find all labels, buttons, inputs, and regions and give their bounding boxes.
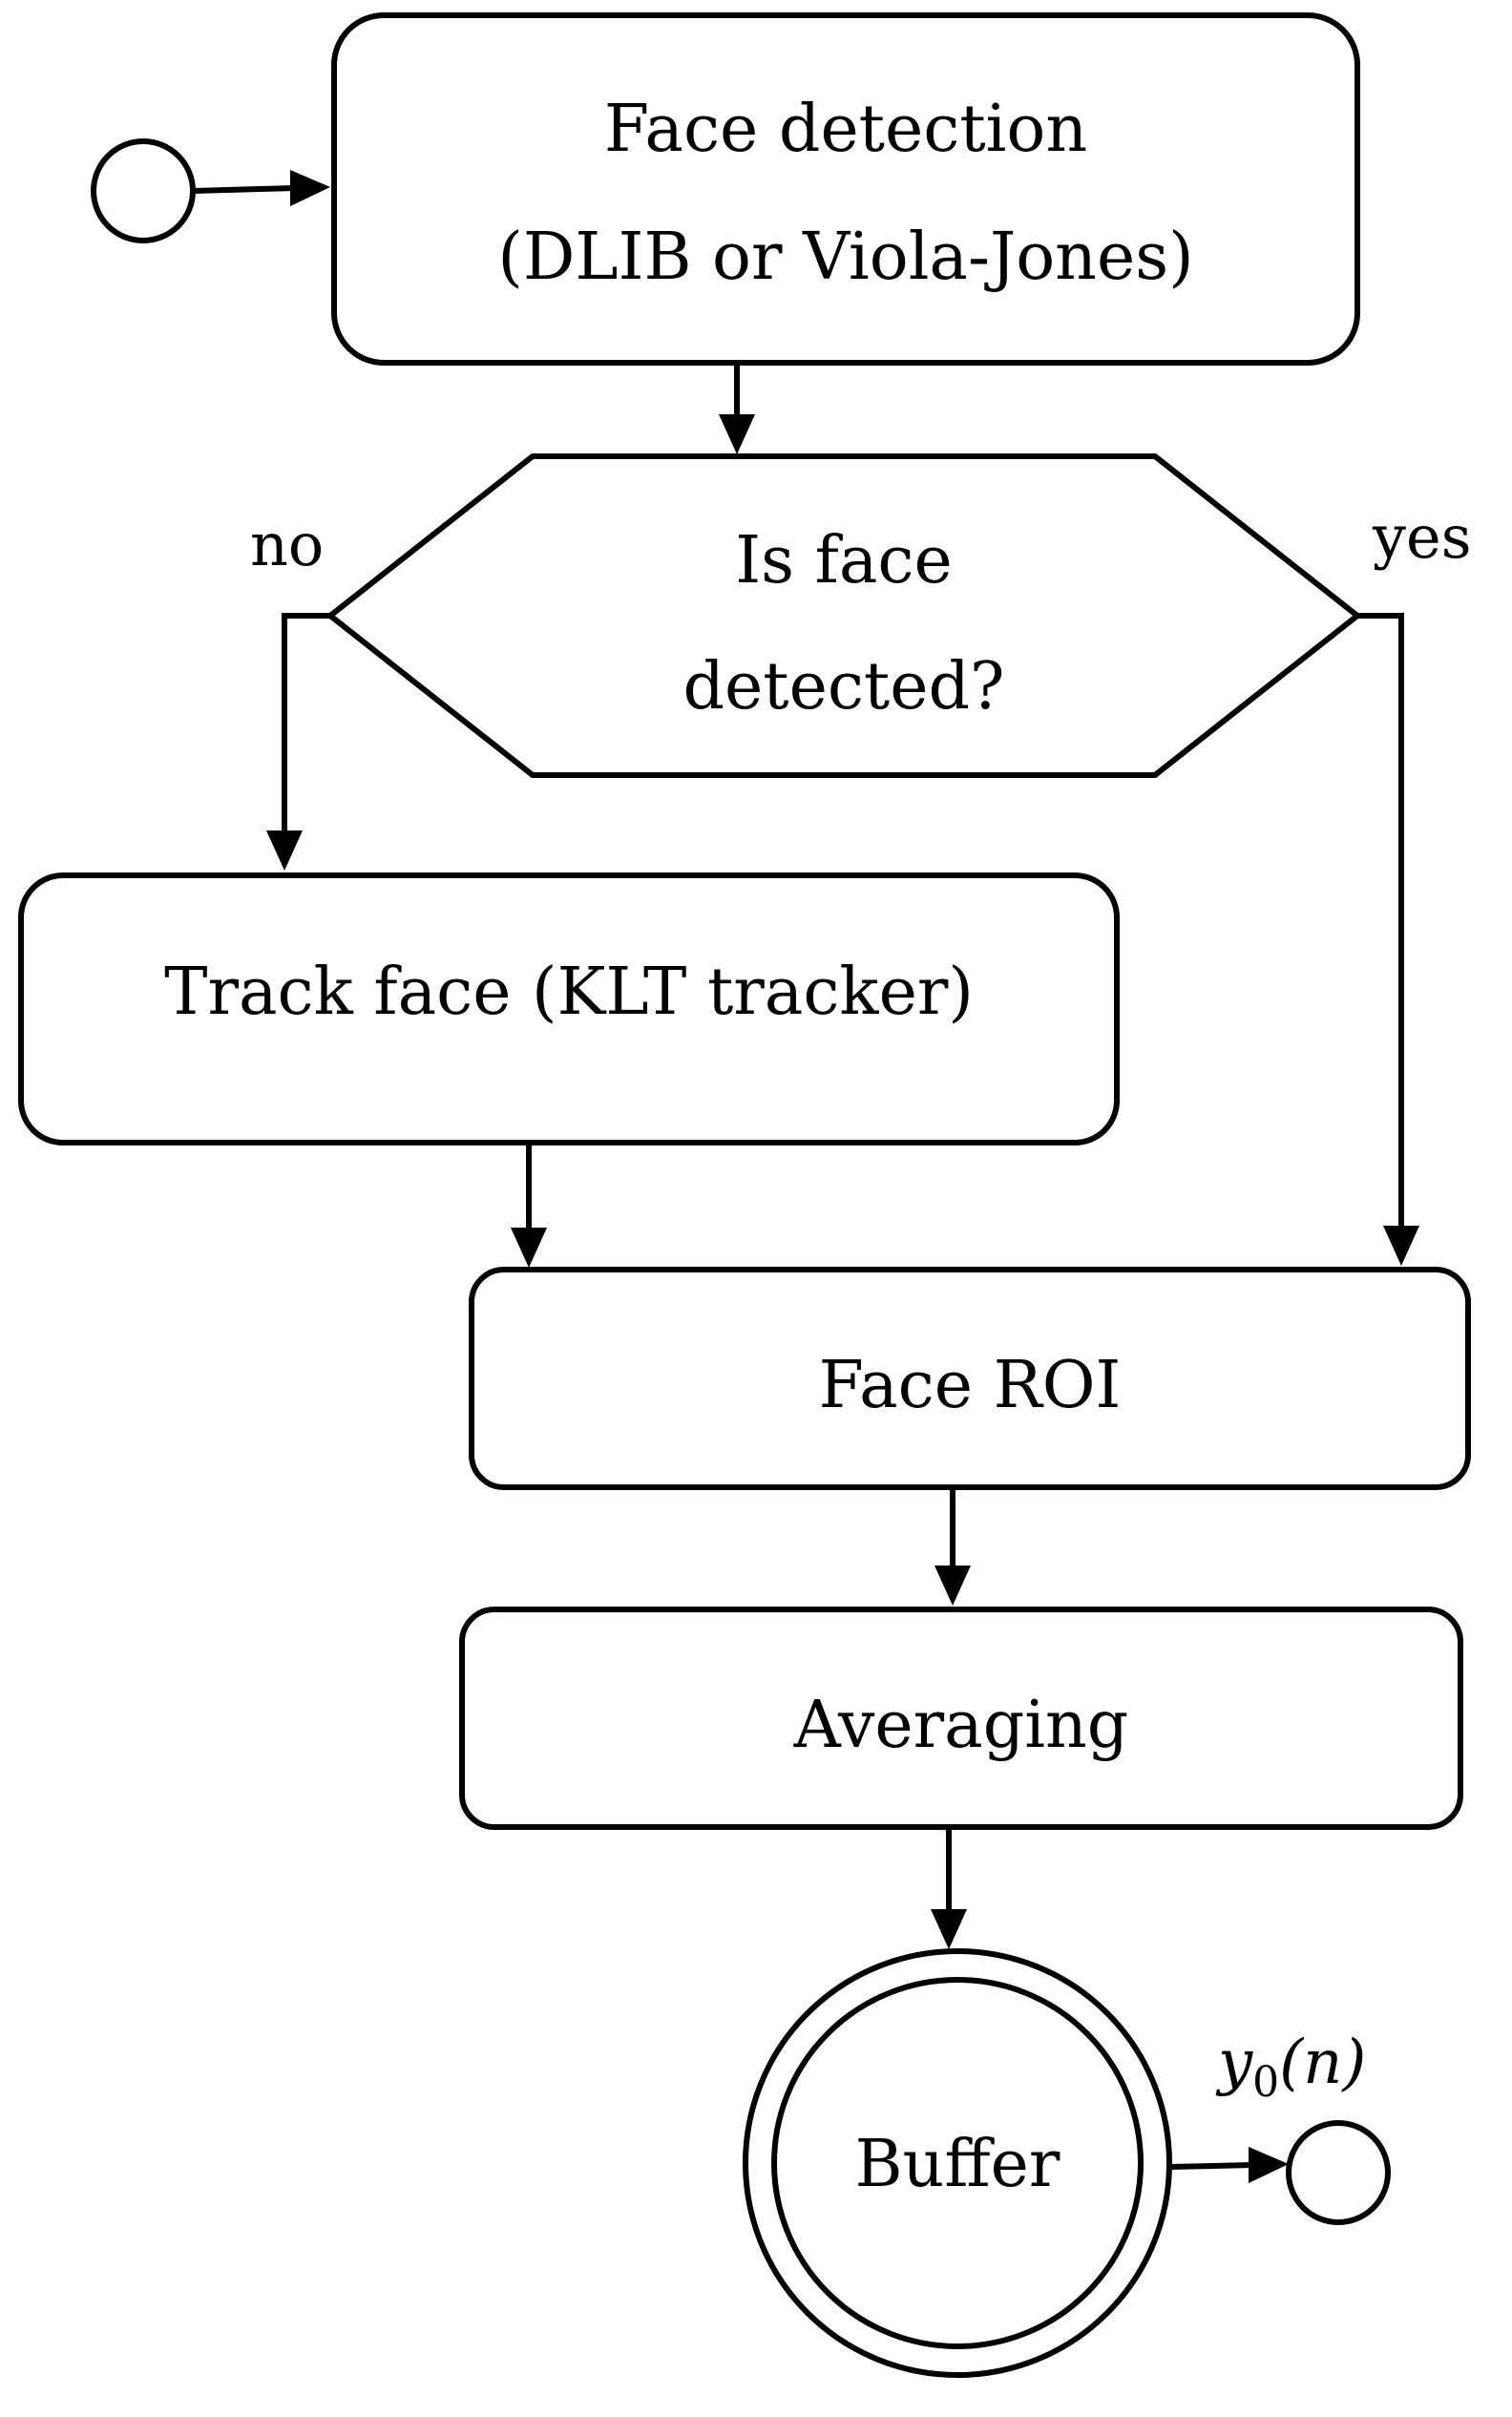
decision-line-2: detected? <box>683 649 1005 725</box>
output-subscript: 0 <box>1252 2058 1279 2107</box>
branch-label-no: no <box>250 510 324 579</box>
arrowhead-buffer-to-end <box>1249 2147 1289 2183</box>
arrowhead-start-to-detection <box>290 170 330 206</box>
face-detected-decision: Is face detected? <box>326 453 1362 778</box>
edge-start-to-detection <box>192 185 297 194</box>
face-detection-method: (DLIB or Viola-Jones) <box>497 220 1193 295</box>
edge-decision-no-to-track <box>282 613 330 834</box>
output-argument: (n) <box>1279 2028 1366 2098</box>
face-detection-node: Face detection (DLIB or Viola-Jones) <box>331 12 1360 366</box>
face-roi-label: Face ROI <box>819 1348 1122 1423</box>
edge-decision-yes-to-roi <box>1357 613 1404 1230</box>
face-detection-title: Face detection <box>604 92 1087 167</box>
output-signal-label: y0(n) <box>1215 2028 1366 2107</box>
buffer-label: Buffer <box>855 2127 1060 2202</box>
arrowhead-detection-to-decision <box>719 414 755 454</box>
averaging-label: Averaging <box>793 1688 1129 1763</box>
branch-label-yes: yes <box>1372 502 1472 572</box>
arrowhead-averaging-to-buffer <box>931 1909 967 1949</box>
arrowhead-roi-to-averaging <box>934 1566 971 1606</box>
end-node <box>1286 2120 1391 2225</box>
track-face-label: Track face (KLT tracker) <box>164 955 974 1030</box>
face-roi-node: Face ROI <box>469 1267 1471 1490</box>
edge-buffer-to-end <box>1168 2162 1253 2170</box>
arrowhead-decision-yes-to-roi <box>1383 1226 1419 1266</box>
decision-line-1: Is face <box>735 523 952 599</box>
edges <box>192 170 1419 2183</box>
buffer-node: Buffer <box>743 1948 1172 2378</box>
arrowhead-track-to-roi <box>511 1228 547 1268</box>
arrowhead-decision-no-to-track <box>266 830 303 871</box>
output-symbol: y <box>1215 2028 1253 2098</box>
track-face-node: Track face (KLT tracker) <box>18 872 1120 1145</box>
start-node <box>91 138 196 243</box>
averaging-node: Averaging <box>459 1607 1463 1830</box>
